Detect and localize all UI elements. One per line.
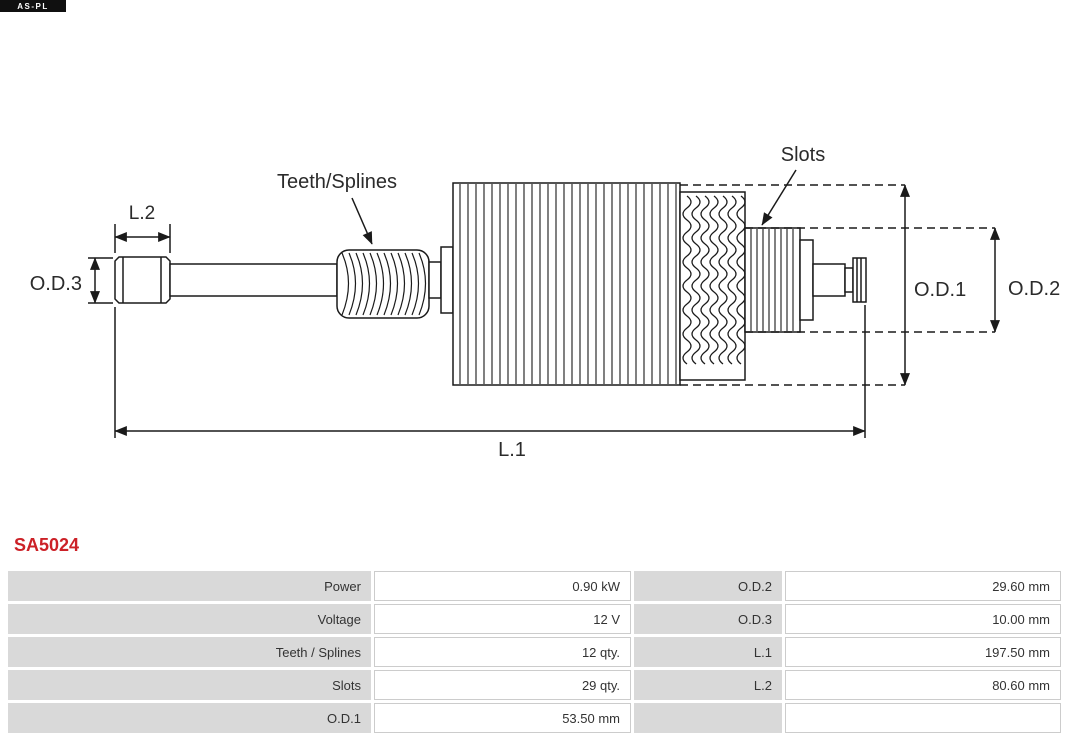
brand-logo: AS-PL [0, 0, 66, 12]
label-l2: L.2 [129, 203, 155, 224]
label-teeth-splines: Teeth/Splines [277, 171, 397, 193]
label-l1: L.1 [498, 439, 526, 461]
label-od3: O.D.3 [30, 273, 82, 295]
spec-value: 80.60 mm [785, 670, 1061, 700]
spec-label: Teeth / Splines [8, 637, 371, 667]
spec-value: 29 qty. [374, 670, 631, 700]
spec-value: 53.50 mm [374, 703, 631, 733]
armature-body [114, 182, 867, 386]
product-code: SA5024 [14, 535, 80, 555]
dimension-lines [88, 169, 1000, 438]
label-od2: O.D.2 [1008, 278, 1060, 300]
armature-technical-drawing: Teeth/Splines Slots L.2 O.D.3 O.D.1 O.D.… [30, 144, 1061, 461]
spec-label [634, 703, 782, 733]
spec-label: L.1 [634, 637, 782, 667]
brand-logo-text: AS-PL [17, 1, 49, 11]
spec-label: O.D.1 [8, 703, 371, 733]
spec-value: 0.90 kW [374, 571, 631, 601]
teeth-splines-leader-arrow [351, 197, 373, 245]
spec-value: 10.00 mm [785, 604, 1061, 634]
spec-value: 12 qty. [374, 637, 631, 667]
spec-label: Slots [8, 670, 371, 700]
winding-wave-texture [682, 195, 746, 365]
lamination-lines [459, 184, 677, 384]
spec-label: Power [8, 571, 371, 601]
spec-value: 29.60 mm [785, 571, 1061, 601]
dashed-reference-lines [680, 184, 995, 386]
winding-section [679, 191, 746, 381]
core-section [452, 182, 681, 386]
spec-label: L.2 [634, 670, 782, 700]
label-od1: O.D.1 [914, 279, 966, 301]
slots-leader-arrow [761, 169, 797, 226]
label-slots: Slots [781, 144, 825, 166]
commutator-section [744, 227, 801, 333]
shaft-left-end [114, 256, 171, 304]
spec-value: 197.50 mm [785, 637, 1061, 667]
spec-value: 12 V [374, 604, 631, 634]
commutator-bar-lines [750, 229, 794, 331]
spec-value [785, 703, 1061, 733]
spec-label: O.D.2 [634, 571, 782, 601]
shaft [169, 263, 338, 297]
spec-label: O.D.3 [634, 604, 782, 634]
spline-hatch-texture [341, 252, 427, 316]
spec-label: Voltage [8, 604, 371, 634]
